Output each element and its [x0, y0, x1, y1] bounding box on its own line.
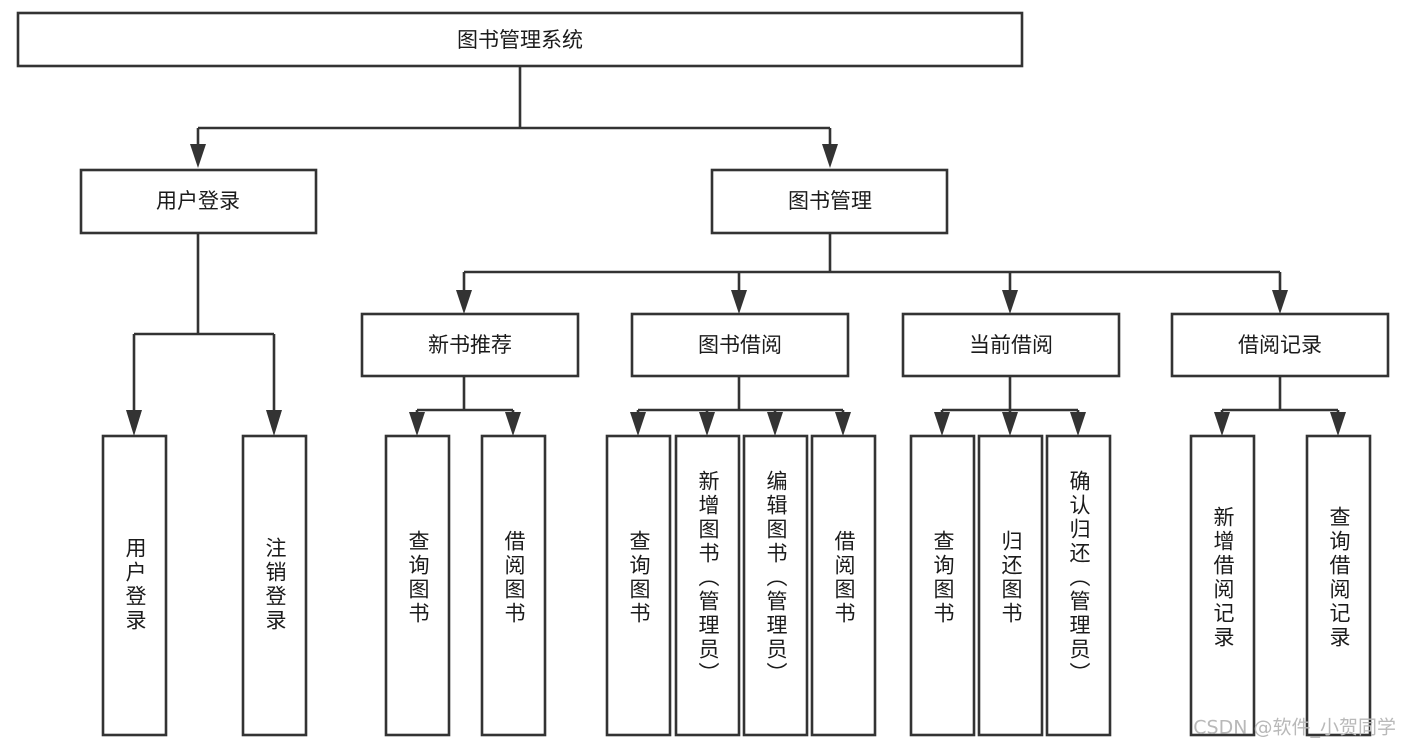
leaf-book-borrow-3-box[interactable]: [810, 434, 877, 737]
leaf-new-book-1-box[interactable]: [480, 434, 547, 737]
node-borrow-record-label: 借阅记录: [1238, 333, 1322, 357]
arrow-head-borrow-record: [1272, 290, 1288, 314]
connector-group-user-login: [126, 233, 282, 436]
leaf-book-borrow-3[interactable]: 借阅图书: [810, 434, 877, 737]
leaf-borrow-record-0-label: 新增借阅记录: [1211, 506, 1235, 650]
leaf-borrow-record-1-box[interactable]: [1305, 434, 1372, 737]
leaf-current-borrow-1-label: 归还图书: [999, 530, 1023, 626]
leaf-book-borrow-2[interactable]: 编辑图书（管理员）: [742, 434, 809, 737]
leaf-new-book-0[interactable]: 查询图书: [384, 434, 451, 737]
arrow-head-new-book: [456, 290, 472, 314]
arrow-head-leaf-user-login-0: [126, 410, 142, 436]
node-user-login[interactable]: 用户登录: [79, 168, 318, 235]
node-book-management[interactable]: 图书管理: [710, 168, 949, 235]
arrow-head-leaf-user-login-1: [266, 410, 282, 436]
arrow-head-leaf-borrow-record-1: [1330, 412, 1346, 436]
node-new-book-recommend-box[interactable]: [360, 312, 580, 378]
node-root-system-box[interactable]: [16, 11, 1024, 68]
node-book-management-label: 图书管理: [788, 189, 872, 213]
arrow-head-leaf-book-borrow-1: [699, 412, 715, 436]
leaf-current-borrow-0-label: 查询图书: [931, 530, 955, 626]
csdn-watermark: CSDN @软件_小贺同学: [1193, 717, 1396, 739]
connector-group-current-borrow: [934, 376, 1086, 436]
arrow-head-book-borrow: [731, 290, 747, 314]
leaf-user-login-0-box[interactable]: [101, 434, 168, 737]
leaf-current-borrow-0[interactable]: 查询图书: [909, 434, 976, 737]
node-borrow-record[interactable]: 借阅记录: [1170, 312, 1390, 378]
arrow-head-leaf-new-book-1: [505, 412, 521, 436]
arrow-head-leaf-current-borrow-0: [934, 412, 950, 436]
arrow-head-leaf-book-borrow-3: [835, 412, 851, 436]
leaf-user-login-1-box[interactable]: [241, 434, 308, 737]
leaf-book-borrow-1-box[interactable]: [674, 434, 741, 737]
arrow-head-leaf-current-borrow-1: [1002, 412, 1018, 436]
leaf-new-book-0-box[interactable]: [384, 434, 451, 737]
node-user-login-box[interactable]: [79, 168, 318, 235]
node-borrow-record-box[interactable]: [1170, 312, 1390, 378]
leaf-current-borrow-1-box[interactable]: [977, 434, 1044, 737]
node-current-borrow-box[interactable]: [901, 312, 1121, 378]
leaf-new-book-1[interactable]: 借阅图书: [480, 434, 547, 737]
leaf-book-borrow-1[interactable]: 新增图书（管理员）: [674, 434, 741, 737]
arrow-head-leaf-new-book-0: [409, 412, 425, 436]
connector-group-book-mgmt: [456, 233, 1288, 314]
leaf-book-borrow-1-label: 新增图书（管理员）: [696, 470, 720, 686]
arrow-head-book-mgmt: [822, 144, 838, 168]
leaf-book-borrow-0-label: 查询图书: [627, 530, 651, 626]
leaf-borrow-record-1[interactable]: 查询借阅记录: [1305, 434, 1372, 737]
node-root-system[interactable]: 图书管理系统: [16, 11, 1024, 68]
node-user-login-label: 用户登录: [156, 189, 240, 213]
arrow-head-leaf-borrow-record-0: [1214, 412, 1230, 436]
leaf-user-login-0[interactable]: 用户登录: [101, 434, 168, 737]
leaf-borrow-record-0[interactable]: 新增借阅记录: [1189, 434, 1256, 737]
leaf-new-book-1-label: 借阅图书: [502, 530, 526, 626]
leaf-current-borrow-2-label: 确认归还（管理员）: [1067, 470, 1091, 686]
connector-group-new-book: [409, 376, 521, 436]
connector-group-book-borrow: [630, 376, 851, 436]
leaf-user-login-1[interactable]: 注销登录: [241, 434, 308, 737]
node-book-borrow-box[interactable]: [630, 312, 850, 378]
arrow-head-leaf-book-borrow-0: [630, 412, 646, 436]
leaf-book-borrow-2-box[interactable]: [742, 434, 809, 737]
leaf-book-borrow-0[interactable]: 查询图书: [605, 434, 672, 737]
node-book-borrow[interactable]: 图书借阅: [630, 312, 850, 378]
leaf-book-borrow-3-label: 借阅图书: [832, 530, 856, 626]
node-root-system-label: 图书管理系统: [457, 28, 583, 52]
leaf-current-borrow-2-box[interactable]: [1045, 434, 1112, 737]
leaf-book-borrow-0-box[interactable]: [605, 434, 672, 737]
leaf-current-borrow-1[interactable]: 归还图书: [977, 434, 1044, 737]
node-book-management-box[interactable]: [710, 168, 949, 235]
arrow-head-current-borrow: [1002, 290, 1018, 314]
arrow-head-user-login: [190, 144, 206, 168]
leaf-user-login-1-label: 注销登录: [263, 537, 287, 633]
leaf-current-borrow-0-box[interactable]: [909, 434, 976, 737]
leaf-borrow-record-0-box[interactable]: [1189, 434, 1256, 737]
node-new-book-recommend[interactable]: 新书推荐: [360, 312, 580, 378]
leaf-book-borrow-2-label: 编辑图书（管理员）: [764, 470, 788, 686]
arrow-head-leaf-current-borrow-2: [1070, 412, 1086, 436]
leaf-user-login-0-label: 用户登录: [123, 537, 147, 633]
leaf-borrow-record-1-label: 查询借阅记录: [1327, 506, 1351, 650]
connector-group-root: [190, 66, 838, 168]
node-book-borrow-label: 图书借阅: [698, 333, 782, 357]
arrow-head-leaf-book-borrow-2: [767, 412, 783, 436]
leaf-new-book-0-label: 查询图书: [406, 530, 430, 626]
node-current-borrow-label: 当前借阅: [969, 333, 1053, 357]
node-current-borrow[interactable]: 当前借阅: [901, 312, 1121, 378]
leaf-current-borrow-2[interactable]: 确认归还（管理员）: [1045, 434, 1112, 737]
node-new-book-recommend-label: 新书推荐: [428, 333, 512, 357]
connector-group-borrow-record: [1214, 376, 1346, 436]
